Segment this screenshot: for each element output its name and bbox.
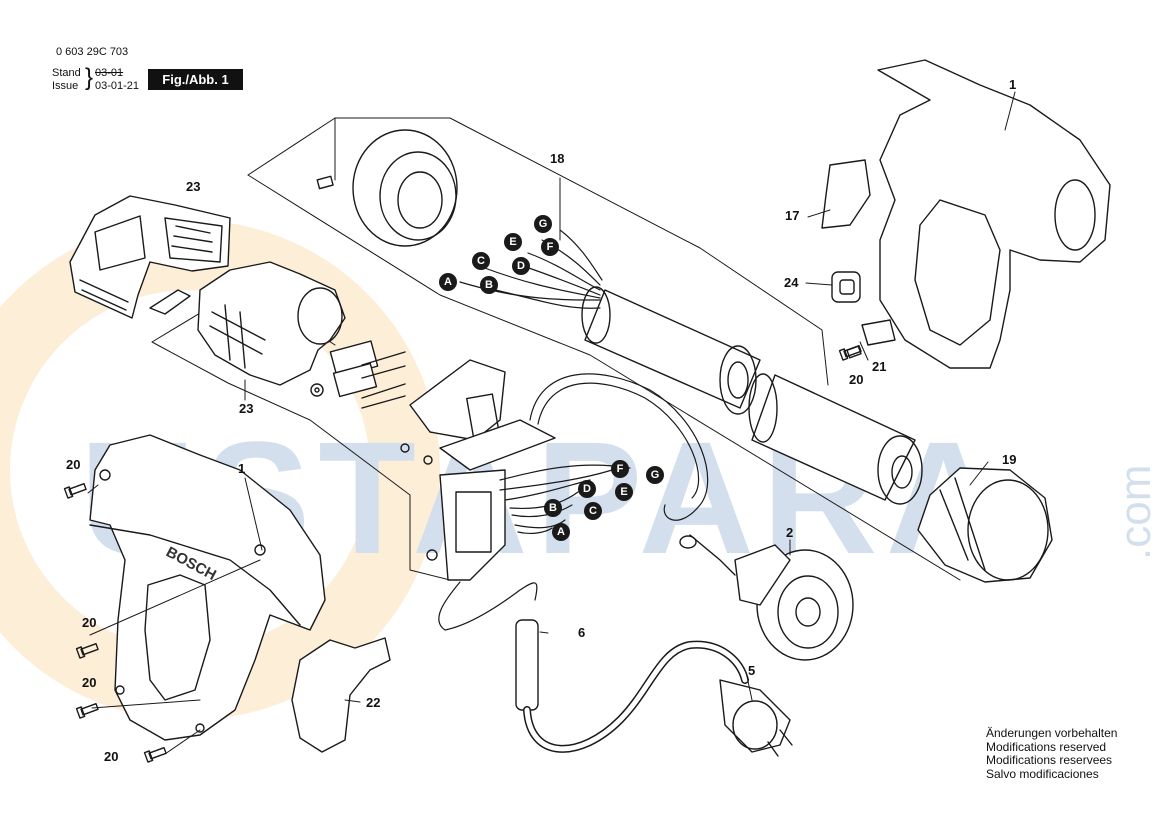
wire-label-f: F xyxy=(541,238,559,256)
label-part-5: 5 xyxy=(748,663,756,678)
label-part-19: 19 xyxy=(1002,452,1017,467)
part-number: 0 603 29C 703 xyxy=(56,46,129,58)
part-23-shroud xyxy=(69,195,231,319)
brace-glyph: } xyxy=(85,64,94,91)
disclaimer-line: Modifications reserved xyxy=(986,739,1107,754)
part-18-heating-element xyxy=(581,286,761,415)
wire-label-e: E xyxy=(504,233,522,251)
part-19-nozzle xyxy=(917,467,1053,583)
label-part-17: 17 xyxy=(785,208,800,223)
label-part-1-front: 1 xyxy=(238,461,246,476)
small-plates xyxy=(329,340,406,409)
wire-label-e: E xyxy=(615,483,633,501)
part-5-plug xyxy=(719,679,793,757)
part-2-motor-fan xyxy=(679,534,854,661)
wire-label-f: F xyxy=(611,460,629,478)
wire-label-g: G xyxy=(646,466,664,484)
wire-label-d: D xyxy=(578,480,596,498)
figure-badge: Fig./Abb. 1 xyxy=(148,69,243,90)
part-1-housing-right xyxy=(821,59,1111,369)
label-part-23: 23 xyxy=(239,401,254,416)
disclaimer-line: Salvo modificaciones xyxy=(986,766,1099,781)
label-part-24: 24 xyxy=(784,275,799,290)
wire-label-g: G xyxy=(534,215,552,233)
issue-value: 03-01-21 xyxy=(95,80,140,92)
label-part-18: 18 xyxy=(550,151,565,166)
label-part-20: 20 xyxy=(82,615,97,630)
issue-label: Issue xyxy=(52,80,79,92)
leader-lines xyxy=(87,91,1016,755)
stand-value: 03-01 xyxy=(95,67,124,79)
label-part-23: 23 xyxy=(186,179,201,194)
control-board xyxy=(400,359,556,471)
label-part-21: 21 xyxy=(872,359,887,374)
disclaimer: Änderungen vorbehalten Modifications res… xyxy=(986,726,1118,781)
label-part-20: 20 xyxy=(82,675,97,690)
label-part-2: 2 xyxy=(786,525,794,540)
wire-label-c: C xyxy=(472,252,490,270)
disclaimer-line: Modifications reservees xyxy=(986,753,1113,767)
wire-label-d: D xyxy=(512,257,530,275)
wire-label-b: B xyxy=(480,276,498,294)
wire-label-a: A xyxy=(552,523,570,541)
part-19-nozzle-tube xyxy=(748,373,923,505)
part-6-power-cord xyxy=(515,619,749,753)
label-part-20: 20 xyxy=(66,457,81,472)
wire-label-a: A xyxy=(439,273,457,291)
part-23-cone xyxy=(149,261,346,397)
disclaimer-line: Änderungen vorbehalten xyxy=(986,726,1118,740)
part-22-cover xyxy=(291,637,391,753)
stand-label: Stand xyxy=(52,67,81,79)
label-part-20: 20 xyxy=(104,749,119,764)
label-part-20: 20 xyxy=(849,372,864,387)
label-part-22: 22 xyxy=(366,695,381,710)
wire-label-c: C xyxy=(584,502,602,520)
part-18-fan-cap xyxy=(316,129,458,247)
switch-module xyxy=(426,469,506,581)
wire-label-b: B xyxy=(544,499,562,517)
watermark-domain: .com xyxy=(1111,465,1160,560)
screws xyxy=(63,345,862,763)
label-part-6: 6 xyxy=(578,625,586,640)
part-1-housing-left: BOSCH xyxy=(89,434,326,741)
label-part-1-top: 1 xyxy=(1009,77,1017,92)
